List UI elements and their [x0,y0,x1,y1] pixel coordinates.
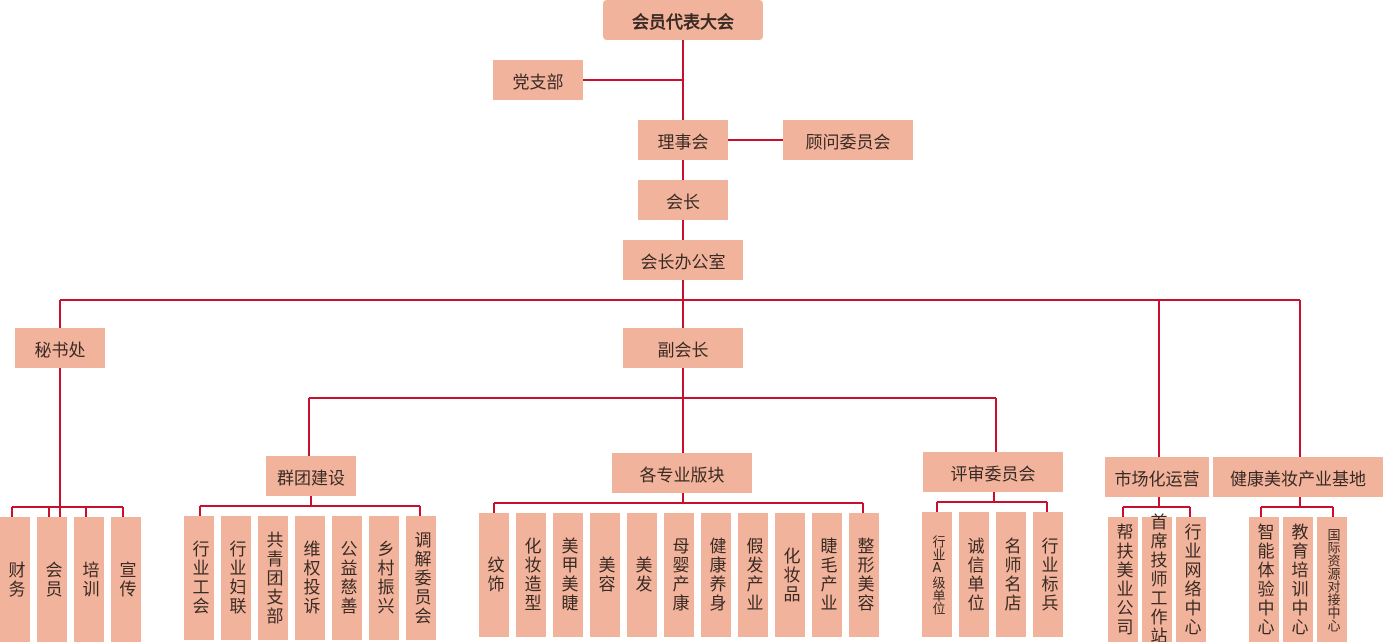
market-child-label: 行业网络中心 [1180,522,1201,637]
node-mass-org-label: 群团建设 [277,468,345,489]
secretariat-child-label: 会员 [41,560,62,599]
review-child-label: 诚信单位 [963,536,984,613]
mass-org-child-label: 调解委员会 [410,530,431,626]
node-congress-label: 会员代表大会 [632,12,734,33]
professional-child: 美容 [590,513,620,637]
secretariat-child: 培训 [74,517,104,642]
secretariat-child: 会员 [37,517,67,642]
review-child-label: 行业A级单位 [929,534,945,615]
mass-org-child: 公益慈善 [332,516,362,640]
professional-child: 母婴产康 [664,513,694,637]
professional-child: 化妆造型 [516,513,546,637]
review-child: 名师名店 [996,512,1026,637]
node-congress: 会员代表大会 [603,0,763,40]
node-party-branch-label: 党支部 [512,72,564,93]
base-child: 国际资源对接中心 [1317,517,1347,642]
professional-child-label: 母婴产康 [668,537,689,613]
professional-child-label: 化妆造型 [520,537,541,613]
professional-child-label: 假发产业 [742,537,763,613]
node-advisory: 顾问委员会 [783,120,913,160]
secretariat-child-label: 财务 [4,560,25,599]
professional-child-label: 健康养身 [705,537,726,613]
review-child: 行业标兵 [1033,512,1063,637]
review-child-label: 行业标兵 [1037,536,1058,613]
node-review: 评审委员会 [923,452,1063,492]
mass-org-child-label: 乡村振兴 [373,540,394,616]
node-secretariat: 秘书处 [15,328,105,368]
node-vice-president-label: 副会长 [657,340,709,361]
node-secretariat-label: 秘书处 [34,340,86,361]
mass-org-child-label: 公益慈善 [336,540,357,616]
mass-org-child-label: 维权投诉 [299,540,320,616]
review-child: 行业A级单位 [922,512,952,637]
secretariat-child: 财务 [0,517,30,642]
base-child-label: 教育培训中心 [1287,522,1308,637]
professional-child: 美甲美睫 [553,513,583,637]
node-base: 健康美妆产业基地 [1213,457,1383,497]
mass-org-child-label: 共青团支部 [262,530,283,626]
base-child: 智能体验中心 [1249,517,1279,642]
mass-org-child: 调解委员会 [406,516,436,640]
node-mass-org: 群团建设 [266,456,356,496]
professional-child-label: 美发 [631,556,652,594]
market-child: 帮扶美业公司 [1108,517,1138,642]
mass-org-child: 行业妇联 [221,516,251,640]
node-review-label: 评审委员会 [950,464,1036,485]
professional-child: 假发产业 [738,513,768,637]
node-council-label: 理事会 [657,132,709,153]
node-professional-label: 各专业版块 [639,465,725,486]
mass-org-child-label: 行业妇联 [225,540,246,616]
node-market-label: 市场化运营 [1114,469,1200,490]
base-child: 教育培训中心 [1283,517,1313,642]
node-president-label: 会长 [666,192,700,213]
node-advisory-label: 顾问委员会 [805,132,891,153]
base-child-label: 智能体验中心 [1253,522,1274,637]
professional-child-label: 纹饰 [483,556,504,594]
node-professional: 各专业版块 [612,453,752,493]
node-council: 理事会 [638,120,728,160]
mass-org-child: 行业工会 [184,516,214,640]
mass-org-child: 共青团支部 [258,516,288,640]
professional-child-label: 美甲美睫 [557,537,578,613]
professional-child: 美发 [627,513,657,637]
professional-child-label: 睫毛产业 [816,537,837,613]
review-child-label: 名师名店 [1000,536,1021,613]
node-market: 市场化运营 [1105,457,1209,497]
professional-child: 纹饰 [479,513,509,637]
professional-child-label: 化妆品 [779,546,800,604]
professional-child: 睫毛产业 [812,513,842,637]
base-child-label: 国际资源对接中心 [1324,527,1340,632]
secretariat-child-label: 宣传 [115,560,136,599]
market-child: 首席技师工作站 [1142,513,1172,642]
node-president-office-label: 会长办公室 [640,252,726,273]
professional-child: 健康养身 [701,513,731,637]
node-base-label: 健康美妆产业基地 [1230,469,1366,490]
secretariat-child-label: 培训 [78,560,99,599]
market-child-label: 帮扶美业公司 [1112,522,1133,637]
mass-org-child: 乡村振兴 [369,516,399,640]
review-child: 诚信单位 [959,512,989,637]
node-party-branch: 党支部 [493,60,583,100]
professional-child: 整形美容 [849,513,879,637]
node-president-office: 会长办公室 [623,240,743,280]
mass-org-child-label: 行业工会 [188,540,209,616]
node-vice-president: 副会长 [623,328,743,368]
market-child-label: 首席技师工作站 [1146,513,1167,642]
node-president: 会长 [638,180,728,220]
mass-org-child: 维权投诉 [295,516,325,640]
secretariat-child: 宣传 [111,517,141,642]
professional-child-label: 美容 [594,556,615,594]
market-child: 行业网络中心 [1176,517,1206,642]
professional-child: 化妆品 [775,513,805,637]
professional-child-label: 整形美容 [853,537,874,613]
